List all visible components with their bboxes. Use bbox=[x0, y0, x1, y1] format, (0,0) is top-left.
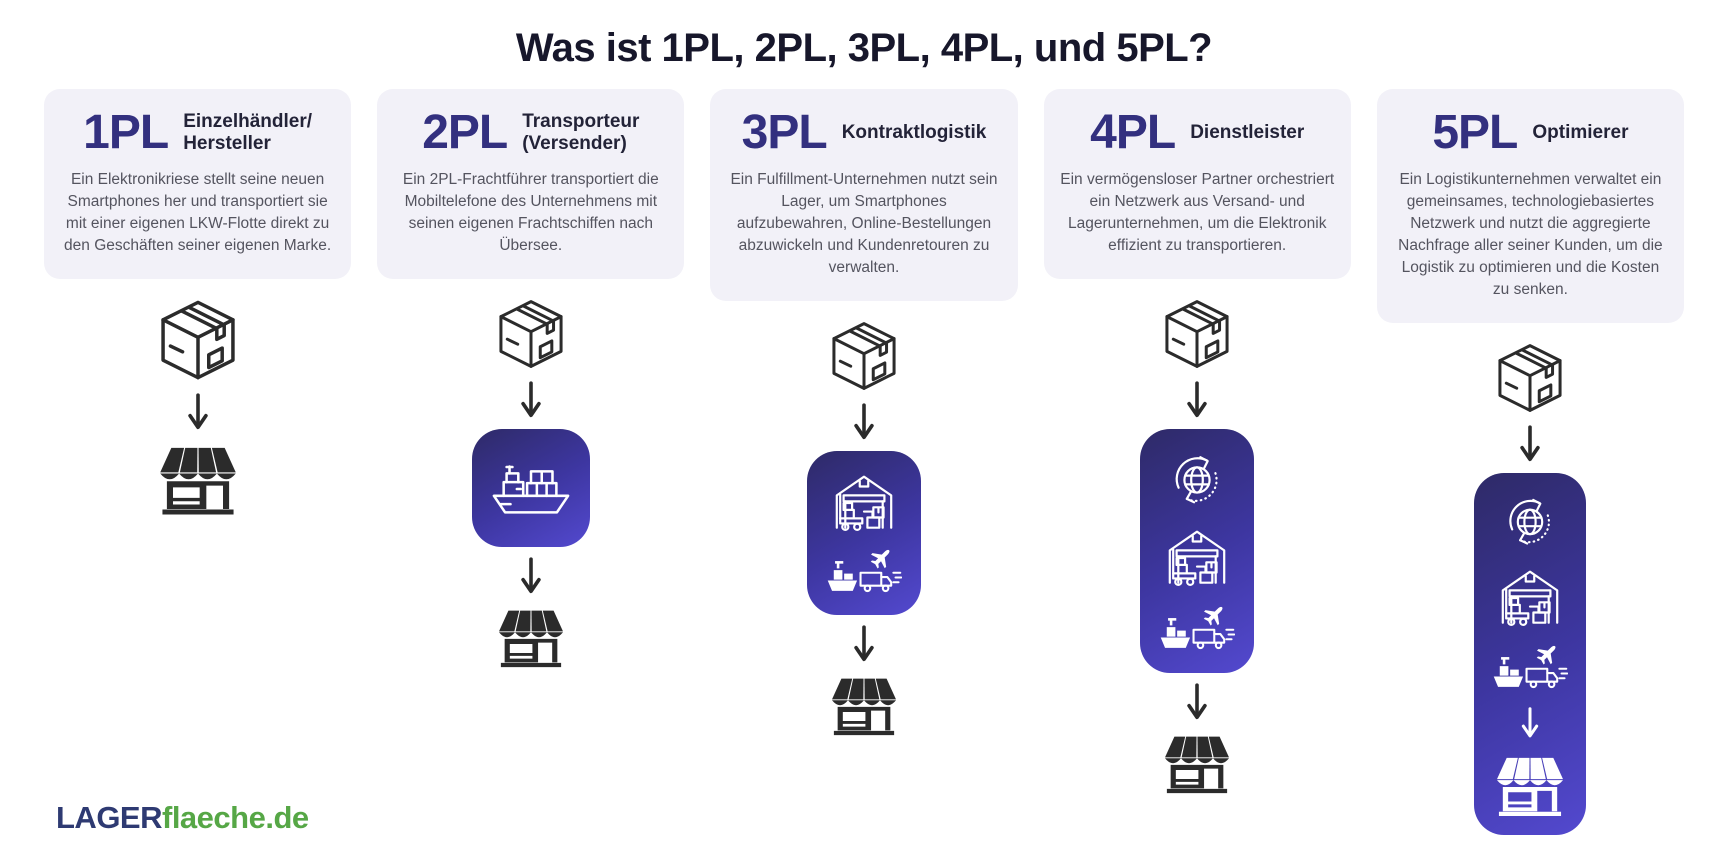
warehouse-forklift-icon bbox=[830, 469, 898, 532]
pl-description: Ein vermögensloser Partner orchestriert … bbox=[1060, 171, 1335, 254]
pl-description: Ein Fulfillment-Unternehmen nutzt sein L… bbox=[730, 171, 998, 276]
store-icon bbox=[830, 673, 898, 737]
globe-sync-icon bbox=[1166, 448, 1228, 510]
pl-code: 4PL bbox=[1090, 106, 1176, 159]
pl-description: Ein Logistikunternehmen verwaltet ein ge… bbox=[1398, 171, 1663, 298]
arrow-down-icon bbox=[518, 557, 544, 595]
column-1pl: 1PL Einzelhändler/ Hersteller Ein Elektr… bbox=[44, 89, 352, 517]
card-head: 1PL Einzelhändler/ Hersteller bbox=[60, 109, 335, 157]
flow-2pl bbox=[471, 297, 590, 669]
warehouse-transport-badge bbox=[807, 451, 921, 615]
flow-3pl bbox=[807, 319, 921, 737]
store-icon bbox=[1495, 752, 1565, 818]
columns: 1PL Einzelhändler/ Hersteller Ein Elektr… bbox=[0, 89, 1728, 835]
cargo-ship-icon bbox=[490, 458, 572, 518]
pl-code: 5PL bbox=[1432, 106, 1518, 159]
package-icon bbox=[827, 319, 901, 393]
ship-plane-truck-icon bbox=[1492, 640, 1568, 694]
card-head: 4PL Dienstleister bbox=[1060, 109, 1335, 157]
card-5pl: 5PL Optimierer Ein Logistikunternehmen v… bbox=[1376, 89, 1685, 323]
pl-description: Ein Elektronikriese stellt seine neuen S… bbox=[64, 171, 332, 254]
arrow-down-icon bbox=[1184, 683, 1210, 721]
pl-description: Ein 2PL-Frachtführer transportiert die M… bbox=[402, 171, 659, 254]
globe-sync-icon bbox=[1500, 491, 1560, 551]
column-4pl: 4PL Dienstleister Ein vermögensloser Par… bbox=[1043, 89, 1351, 795]
pl-title: Transporteur (Versender) bbox=[522, 110, 640, 154]
arrow-down-icon bbox=[1184, 381, 1210, 419]
card-4pl: 4PL Dienstleister Ein vermögensloser Par… bbox=[1043, 89, 1351, 279]
package-icon bbox=[1160, 297, 1234, 371]
arrow-down-icon bbox=[851, 403, 877, 441]
pl-code: 3PL bbox=[741, 106, 828, 159]
globe-warehouse-transport-badge bbox=[1140, 429, 1255, 673]
pl-title: Einzelhändler/ Hersteller bbox=[183, 110, 313, 154]
card-head: 3PL Kontraktlogistik bbox=[726, 109, 1001, 157]
arrow-down-icon bbox=[1519, 707, 1541, 739]
card-3pl: 3PL Kontraktlogistik Ein Fulfillment-Unt… bbox=[710, 89, 1018, 301]
warehouse-forklift-icon bbox=[1496, 564, 1564, 627]
column-5pl: 5PL Optimierer Ein Logistikunternehmen v… bbox=[1376, 89, 1685, 835]
warehouse-forklift-icon bbox=[1163, 524, 1231, 587]
package-icon bbox=[1493, 341, 1567, 415]
arrow-down-icon bbox=[185, 393, 211, 431]
pl-title: Dienstleister bbox=[1190, 121, 1305, 143]
arrow-down-icon bbox=[1517, 425, 1543, 463]
pl-title: Optimierer bbox=[1532, 121, 1629, 143]
flow-5pl bbox=[1474, 341, 1587, 835]
package-icon bbox=[155, 297, 241, 383]
arrow-down-icon bbox=[518, 381, 544, 419]
flow-4pl bbox=[1140, 297, 1255, 795]
card-1pl: 1PL Einzelhändler/ Hersteller Ein Elektr… bbox=[44, 89, 352, 279]
store-icon bbox=[158, 441, 238, 517]
column-3pl: 3PL Kontraktlogistik Ein Fulfillment-Unt… bbox=[710, 89, 1018, 737]
pl-code: 2PL bbox=[422, 106, 508, 159]
store-icon bbox=[497, 605, 565, 669]
pl-code: 1PL bbox=[83, 106, 169, 159]
ship-plane-truck-icon bbox=[826, 544, 902, 598]
column-2pl: 2PL Transporteur (Versender) Ein 2PL-Fra… bbox=[377, 89, 685, 669]
store-icon bbox=[1163, 731, 1231, 795]
page-title: Was ist 1PL, 2PL, 3PL, 4PL, und 5PL? bbox=[515, 26, 1213, 70]
globe-warehouse-transport-store-badge bbox=[1474, 473, 1587, 835]
pl-title: Kontraktlogistik bbox=[841, 121, 987, 143]
lagerflaeche-logo: LAGERflaeche.de bbox=[56, 800, 309, 836]
flow-1pl bbox=[155, 297, 241, 517]
logo-part-green: flaeche.de bbox=[162, 800, 309, 835]
ship-plane-truck-icon bbox=[1159, 601, 1235, 655]
card-head: 5PL Optimierer bbox=[1393, 109, 1668, 157]
arrow-down-icon bbox=[851, 625, 877, 663]
cargo-ship-badge bbox=[471, 429, 590, 547]
card-2pl: 2PL Transporteur (Versender) Ein 2PL-Fra… bbox=[377, 89, 685, 279]
package-icon bbox=[494, 297, 568, 371]
logo-part-blue: LAGER bbox=[56, 800, 163, 835]
card-head: 2PL Transporteur (Versender) bbox=[393, 109, 668, 157]
